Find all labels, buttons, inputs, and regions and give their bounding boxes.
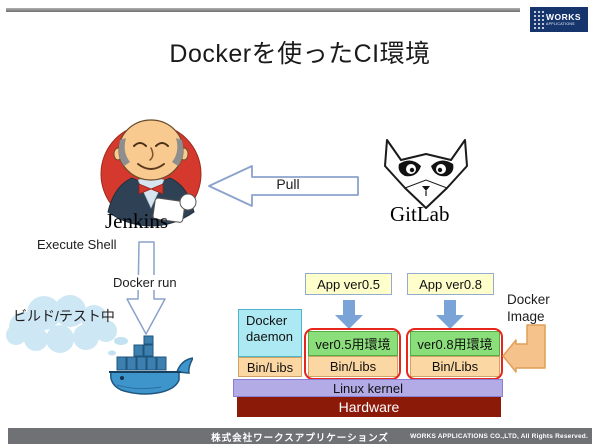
whale-body bbox=[109, 371, 180, 395]
docker-whale-icon bbox=[108, 335, 193, 395]
logo-name: WORKS bbox=[546, 12, 582, 22]
gitlab-label: GitLab bbox=[390, 202, 450, 226]
jenkins-towel bbox=[152, 197, 186, 223]
bin-libs-box: Bin/Libs bbox=[308, 356, 398, 377]
logo-dot-pattern-icon bbox=[533, 10, 546, 29]
footer-rights-label: WORKS APPLICATIONS CO.,LTD, All Rights R… bbox=[410, 433, 588, 440]
docker-image-label: Docker Image bbox=[507, 292, 550, 324]
jenkins-logo-icon bbox=[100, 119, 202, 227]
whale-tail bbox=[175, 357, 193, 374]
docker-image-arrow-icon bbox=[502, 324, 546, 373]
gitlab-nose bbox=[422, 186, 430, 191]
thought-bubble bbox=[114, 337, 128, 345]
bin-libs-box: Bin/Libs bbox=[410, 356, 500, 377]
works-applications-logo: WORKS APPLICATIONS bbox=[530, 7, 588, 32]
footer-company-label: 株式会社ワークスアプリケーションズ bbox=[211, 433, 389, 444]
build-status-label: ビルド/テスト中 bbox=[13, 308, 115, 324]
deploy-arrow-icon bbox=[436, 300, 464, 329]
docker-run-label: Docker run bbox=[111, 275, 179, 290]
pull-label: Pull bbox=[276, 176, 300, 192]
container-outline-v05 bbox=[304, 328, 401, 380]
header-rule bbox=[6, 8, 520, 12]
logo-subname: APPLICATIONS bbox=[546, 21, 575, 26]
deploy-arrow-icon bbox=[335, 300, 363, 329]
env-ver05-box: ver0.5用環境 bbox=[308, 331, 398, 356]
docker-daemon-box: Docker daemon bbox=[238, 309, 302, 357]
footer-bar bbox=[8, 428, 592, 444]
linux-kernel-bar: Linux kernel bbox=[233, 379, 503, 397]
bin-libs-box: Bin/Libs bbox=[238, 357, 302, 377]
jenkins-face bbox=[118, 119, 184, 181]
gitlab-face bbox=[384, 139, 468, 209]
logo-text: WORKS APPLICATIONS bbox=[546, 13, 581, 26]
pull-arrow-icon bbox=[208, 165, 359, 207]
hardware-bar: Hardware bbox=[237, 397, 501, 417]
whale-containers bbox=[116, 335, 167, 371]
env-ver08-box: ver0.8用環境 bbox=[410, 331, 500, 356]
whale-eye bbox=[120, 376, 124, 380]
container-outline-v08 bbox=[406, 328, 503, 380]
app-ver08-box: App ver0.8 bbox=[407, 273, 494, 295]
slide-title: Dockerを使ったCI環境 bbox=[169, 40, 431, 68]
app-ver05-box: App ver0.5 bbox=[305, 273, 392, 295]
thought-cloud-icon bbox=[6, 295, 117, 353]
thought-bubble bbox=[108, 350, 116, 356]
jenkins-glove bbox=[179, 193, 197, 211]
gitlab-logo-icon bbox=[384, 139, 468, 209]
execute-shell-label: Execute Shell bbox=[37, 237, 117, 252]
jenkins-label: Jenkins bbox=[105, 209, 168, 233]
